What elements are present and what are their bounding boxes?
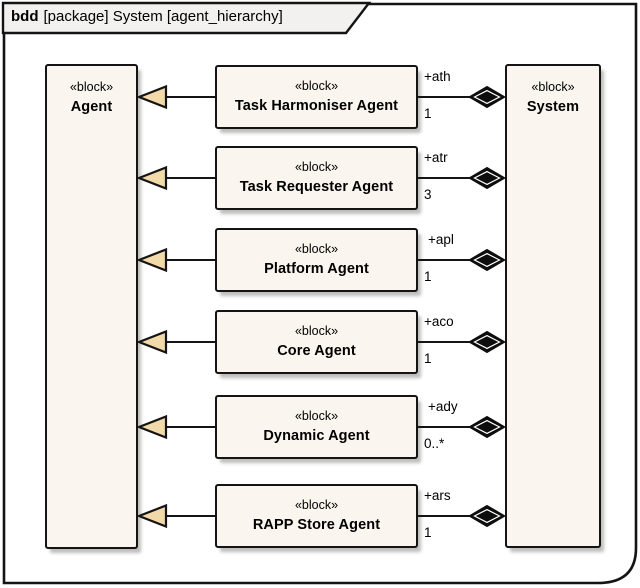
role-name-label: +aco [424, 314, 454, 329]
role-name-label: +ath [424, 69, 451, 84]
block-rapp-store-agent[interactable]: «block» RAPP Store Agent [215, 484, 418, 548]
multiplicity-label: 1 [424, 269, 432, 284]
block-system[interactable]: «block» System [505, 64, 601, 548]
composition-diamond-inner-line [473, 508, 501, 524]
block-stereotype: «block» [69, 80, 114, 94]
composition-diamond-icon [468, 415, 506, 439]
block-name: Dynamic Agent [263, 428, 370, 444]
block-name: System [526, 99, 580, 115]
composition-edge[interactable] [415, 504, 506, 528]
block-core-agent[interactable]: «block» Core Agent [215, 310, 418, 374]
block-stereotype: «block» [294, 498, 339, 512]
role-name-label: +apl [428, 232, 454, 247]
generalization-edge[interactable] [135, 84, 217, 110]
generalization-edge[interactable] [135, 329, 217, 355]
multiplicity-label: 1 [424, 525, 432, 540]
hollow-triangle-arrowhead [135, 329, 168, 355]
multiplicity-label: 3 [424, 187, 432, 202]
hollow-triangle-arrowhead [135, 247, 168, 273]
composition-diamond-icon [468, 504, 506, 528]
generalization-edge[interactable] [135, 414, 217, 440]
block-name: Task Requester Agent [239, 179, 394, 195]
composition-diamond-icon [468, 85, 506, 109]
block-stereotype: «block» [294, 242, 339, 256]
composition-edge[interactable] [415, 248, 506, 272]
block-stereotype: «block» [294, 409, 339, 423]
composition-diamond-icon [468, 248, 506, 272]
hollow-triangle-arrowhead [135, 84, 168, 110]
composition-diamond-icon [468, 166, 506, 190]
block-task-harmoniser-agent[interactable]: «block» Task Harmoniser Agent [215, 65, 418, 129]
block-agent[interactable]: «block» Agent [45, 64, 138, 549]
block-name: RAPP Store Agent [252, 517, 381, 533]
block-stereotype: «block» [531, 80, 575, 94]
role-name-label: +ars [424, 488, 451, 503]
hollow-triangle-arrowhead [135, 414, 168, 440]
composition-edge[interactable] [415, 330, 506, 354]
composition-diamond-inner-line [473, 334, 501, 350]
block-dynamic-agent[interactable]: «block» Dynamic Agent [215, 395, 418, 459]
composition-diamond-inner-line [473, 252, 501, 268]
multiplicity-label: 1 [424, 106, 432, 121]
block-name: Agent [70, 99, 113, 115]
composition-diamond-icon [468, 330, 506, 354]
block-stereotype: «block» [294, 324, 339, 338]
multiplicity-label: 0..* [424, 436, 445, 451]
block-platform-agent[interactable]: «block» Platform Agent [215, 228, 418, 292]
frame-title: bdd[package] System [agent_hierarchy] [11, 7, 283, 27]
composition-diamond-inner-line [473, 419, 501, 435]
composition-edge[interactable] [415, 415, 506, 439]
block-task-requester-agent[interactable]: «block» Task Requester Agent [215, 146, 418, 210]
frame-title-tab [1, 1, 372, 35]
generalization-edge[interactable] [135, 503, 217, 529]
block-stereotype: «block» [294, 160, 339, 174]
composition-diamond-inner-line [473, 89, 501, 105]
generalization-edge[interactable] [135, 165, 217, 191]
role-name-label: +atr [424, 150, 448, 165]
block-name: Task Harmoniser Agent [234, 98, 399, 114]
multiplicity-label: 1 [424, 351, 432, 366]
role-name-label: +ady [428, 399, 458, 414]
hollow-triangle-arrowhead [135, 503, 168, 529]
composition-edge[interactable] [415, 85, 506, 109]
frame-title-keyword: bdd [11, 8, 39, 25]
generalization-edge[interactable] [135, 247, 217, 273]
block-name: Platform Agent [264, 261, 369, 277]
block-stereotype: «block» [294, 79, 339, 93]
frame-title-text: [package] System [agent_hierarchy] [43, 8, 283, 25]
block-name: Core Agent [277, 343, 356, 359]
hollow-triangle-arrowhead [135, 165, 168, 191]
composition-diamond-inner-line [473, 170, 501, 186]
composition-edge[interactable] [415, 166, 506, 190]
